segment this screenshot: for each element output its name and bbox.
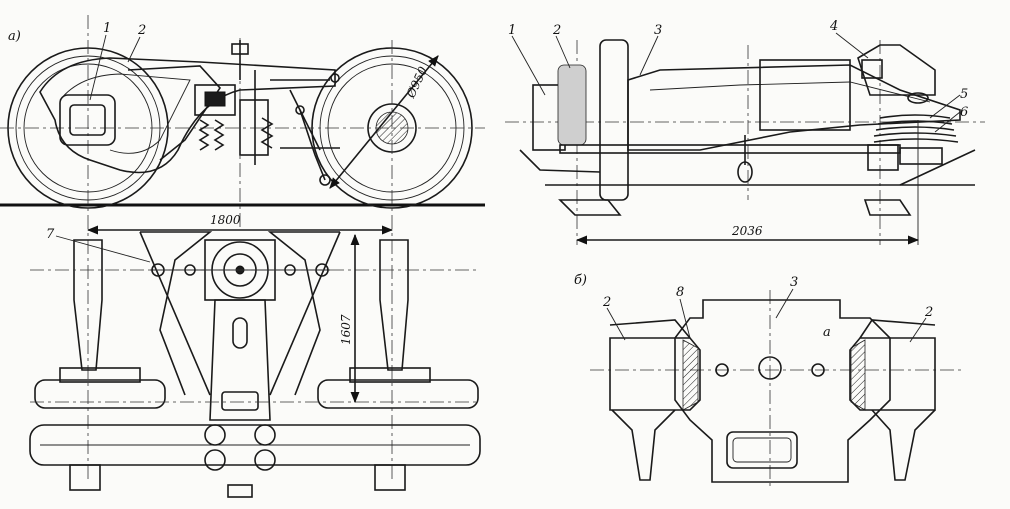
side-elevation-view: а) 1 2 Ø950 — [0, 15, 485, 480]
leader-line-2 — [127, 36, 141, 63]
brake-linkage — [270, 73, 340, 186]
callout-2-b-left: 2 — [602, 295, 611, 310]
callout-a: а — [823, 325, 831, 340]
leader-line-4 — [835, 32, 869, 59]
base-length-dimension: 1800 — [210, 213, 241, 227]
lower-frame — [545, 144, 976, 216]
bolster-center — [150, 239, 330, 421]
callout-2-b-right: 2 — [924, 305, 933, 320]
callout-6: 6 — [960, 105, 968, 120]
frame-length-dimension: 2036 — [731, 224, 763, 238]
hanging-lever — [737, 135, 753, 183]
side-frame — [39, 57, 336, 174]
wheel-diameter-dimension: Ø950 — [403, 64, 430, 101]
leader-line-8 — [679, 298, 691, 339]
leader-line-2r — [555, 35, 571, 69]
wheel-diameter-line — [329, 55, 439, 189]
callout-5: 5 — [960, 87, 968, 102]
leader-line-6 — [934, 111, 961, 133]
detail-left-frame — [609, 319, 701, 481]
leader-line-1r — [511, 35, 546, 96]
callout-2-right: 2 — [552, 23, 561, 38]
callout-3-b: 3 — [790, 275, 798, 290]
callout-8: 8 — [676, 285, 684, 300]
leader-line-3r — [639, 35, 659, 76]
detail-view-b: б) 2 8 3 2 — [574, 273, 965, 490]
left-wheelset-plan — [34, 239, 166, 409]
leader-line-2bl — [606, 307, 626, 341]
leader-line-5 — [929, 94, 961, 119]
callout-2-left: 2 — [137, 23, 146, 38]
leader-line-3b — [775, 288, 794, 319]
view-b-label: б) — [574, 273, 587, 288]
detail-right-frame — [849, 319, 936, 481]
callout-7: 7 — [46, 227, 55, 242]
leader-line-7 — [55, 235, 151, 263]
track-width-dimension: 1607 — [339, 314, 353, 345]
callout-3-right: 3 — [654, 23, 662, 38]
frame-diagonals — [139, 231, 341, 396]
left-axle-box — [59, 94, 116, 146]
left-end-unit — [519, 39, 629, 201]
right-wheelset-plan — [317, 239, 479, 409]
view-a-label: а) — [8, 29, 21, 44]
central-spring-set — [194, 40, 274, 165]
longitudinal-beam — [29, 424, 481, 498]
callout-1-left: 1 — [103, 21, 111, 36]
main-beam — [627, 44, 961, 151]
leader-line-1 — [89, 34, 107, 101]
callout-4: 4 — [829, 19, 838, 34]
plan-view: 1800 — [29, 213, 481, 498]
leader-line-2br — [909, 317, 927, 343]
detail-central-bolster — [674, 299, 891, 483]
callout-1-right: 1 — [508, 23, 516, 38]
right-spring-stack — [867, 114, 959, 171]
longitudinal-section-view: 2036 1 2 3 4 5 6 — [505, 19, 985, 245]
